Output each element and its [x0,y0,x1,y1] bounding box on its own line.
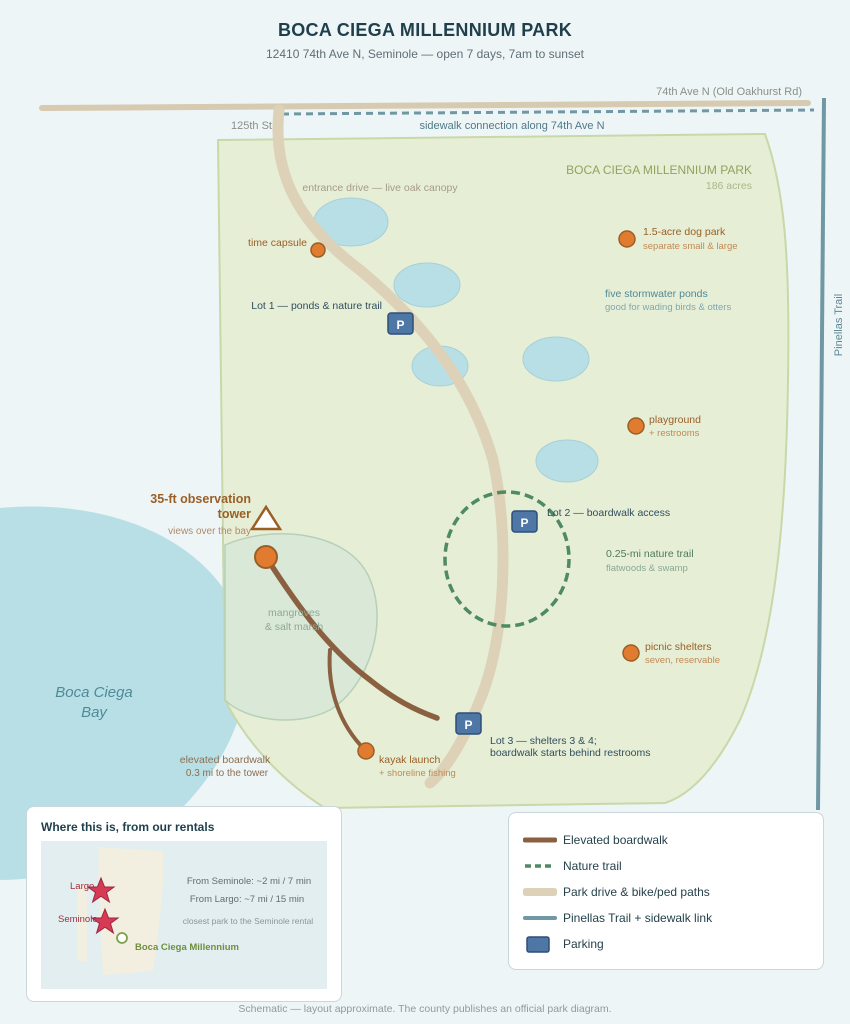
pond [535,439,599,483]
boardwalk-label-2: 0.3 mi to the tower [186,768,269,779]
boardwalk-main [263,554,440,721]
map-header: BOCA CIEGA MILLENNIUM PARK 12410 74th Av… [0,20,850,61]
playground-marker[interactable] [627,417,645,435]
tower-label-2: tower [218,507,251,521]
inset-seminole-label: Seminole [58,914,98,925]
playground-label: playground [649,414,701,426]
lot-3-label-2: boardwalk starts behind restrooms [490,747,651,759]
parking-lot-2[interactable]: P [511,510,538,533]
legend-label: Elevated boardwalk [563,833,668,847]
pond [393,262,461,308]
nature-trail-swatch-icon [523,862,557,870]
ponds-label-1: five stormwater ponds [605,288,708,300]
sidewalk-label: sidewalk connection along 74th Ave N [419,120,604,132]
street-label: 125th St [231,120,272,132]
svg-text:P: P [464,718,472,732]
boardwalk-swatch-icon [523,836,557,844]
drive-label: entrance drive — live oak canopy [302,182,458,194]
pinellas-trail-line [816,97,826,811]
marsh-label-2: & salt marsh [265,621,324,633]
avenue-label: 74th Ave N (Old Oakhurst Rd) [656,86,802,98]
dog-park-marker[interactable] [618,230,636,248]
lot-1-label: Lot 1 — ponds & nature trail [251,300,382,312]
map-legend: Elevated boardwalk Nature trail Park dri… [508,812,824,970]
svg-text:P: P [520,516,528,530]
pinellas-trail-swatch-icon [523,914,557,922]
inset-title: Where this is, from our rentals [41,820,215,834]
kayak-label: kayak launch [379,754,440,766]
mangrove-marsh [224,533,378,721]
legend-label: Nature trail [563,859,622,873]
boardwalk-branch [327,648,367,752]
pinellas-trail-label: Pinellas Trail [833,294,845,356]
map-footer: Schematic — layout approximate. The coun… [238,1003,612,1015]
legend-item-nature-trail: Nature trail [523,856,622,876]
park-drive [272,104,509,789]
sidewalk-link [281,108,815,116]
nature-trail-label-1: 0.25-mi nature trail [606,548,694,560]
inset-note: closest park to the Seminole rental [183,916,314,926]
picnic-label: picnic shelters [645,641,712,653]
kayak-launch-marker[interactable] [357,742,375,760]
inset-road [77,883,87,961]
drive-swatch-icon [523,887,557,897]
marsh-label-1: mangroves [268,607,320,619]
legend-label: Park drive & bike/ped paths [563,885,710,899]
lot-3-label-1: Lot 3 — shelters 3 & 4; [490,735,597,747]
legend-label: Parking [563,937,604,951]
inset-park-marker[interactable] [116,932,128,944]
time-capsule-label: time capsule [248,237,307,249]
parking-swatch-icon [523,935,557,953]
legend-item-drive: Park drive & bike/ped paths [523,882,710,902]
nature-trail-label-2: flatwoods & swamp [606,563,688,574]
picnic-marker[interactable] [622,644,640,662]
kayak-note: + shoreline fishing [379,768,456,779]
legend-item-pinellas-trail: Pinellas Trail + sidewalk link [523,908,712,928]
pond [522,336,590,382]
picnic-note: seven, reservable [645,655,720,666]
bay-label-1: Boca Ciega [55,684,133,701]
74th-ave-road [39,100,811,111]
locator-inset: Where this is, from our rentals Largo Se… [26,806,342,1002]
legend-item-boardwalk: Elevated boardwalk [523,830,668,850]
seminole-star-icon[interactable] [90,907,120,935]
tower-note: views over the bay [168,526,251,537]
largo-star-icon[interactable] [86,876,116,904]
map-title: BOCA CIEGA MILLENNIUM PARK [277,20,573,40]
bay-label-2: Bay [81,704,108,721]
dog-park-label: 1.5-acre dog park [643,226,726,238]
inset-land [98,847,164,975]
time-capsule-marker[interactable] [310,242,326,258]
park-name-label: BOCA CIEGA MILLENNIUM PARK [566,163,752,177]
svg-text:P: P [396,318,404,332]
inset-largo-label: Largo [70,881,94,892]
tower-label-1: 35-ft observation [150,492,251,506]
parking-lot-1[interactable]: P [387,312,414,335]
ponds-label-2: good for wading birds & otters [605,302,731,313]
inset-from-largo: From Largo: ~7 mi / 15 min [190,894,304,905]
lot-2-label: Lot 2 — boardwalk access [547,507,670,519]
legend-label: Pinellas Trail + sidewalk link [563,911,713,925]
boardwalk-label-1: elevated boardwalk [180,754,271,766]
inset-park-label: Boca Ciega Millennium [135,942,239,953]
parking-lot-3[interactable]: P [455,712,482,735]
locator-map: Largo Seminole Boca Ciega Millennium Fro… [41,841,327,989]
nature-trail-loop [443,490,571,628]
boca-ciega-bay [0,506,248,880]
playground-note: + restrooms [649,428,700,439]
legend-item-parking: Parking [523,934,604,954]
observation-tower-icon[interactable] [249,504,283,531]
map-subtitle: 12410 74th Ave N, Seminole — open 7 days… [266,47,584,61]
dog-park-note: separate small & large [643,241,738,252]
park-acres-label: 186 acres [706,180,752,192]
tower-marker[interactable] [254,545,278,569]
inset-from-seminole: From Seminole: ~2 mi / 7 min [187,876,311,887]
